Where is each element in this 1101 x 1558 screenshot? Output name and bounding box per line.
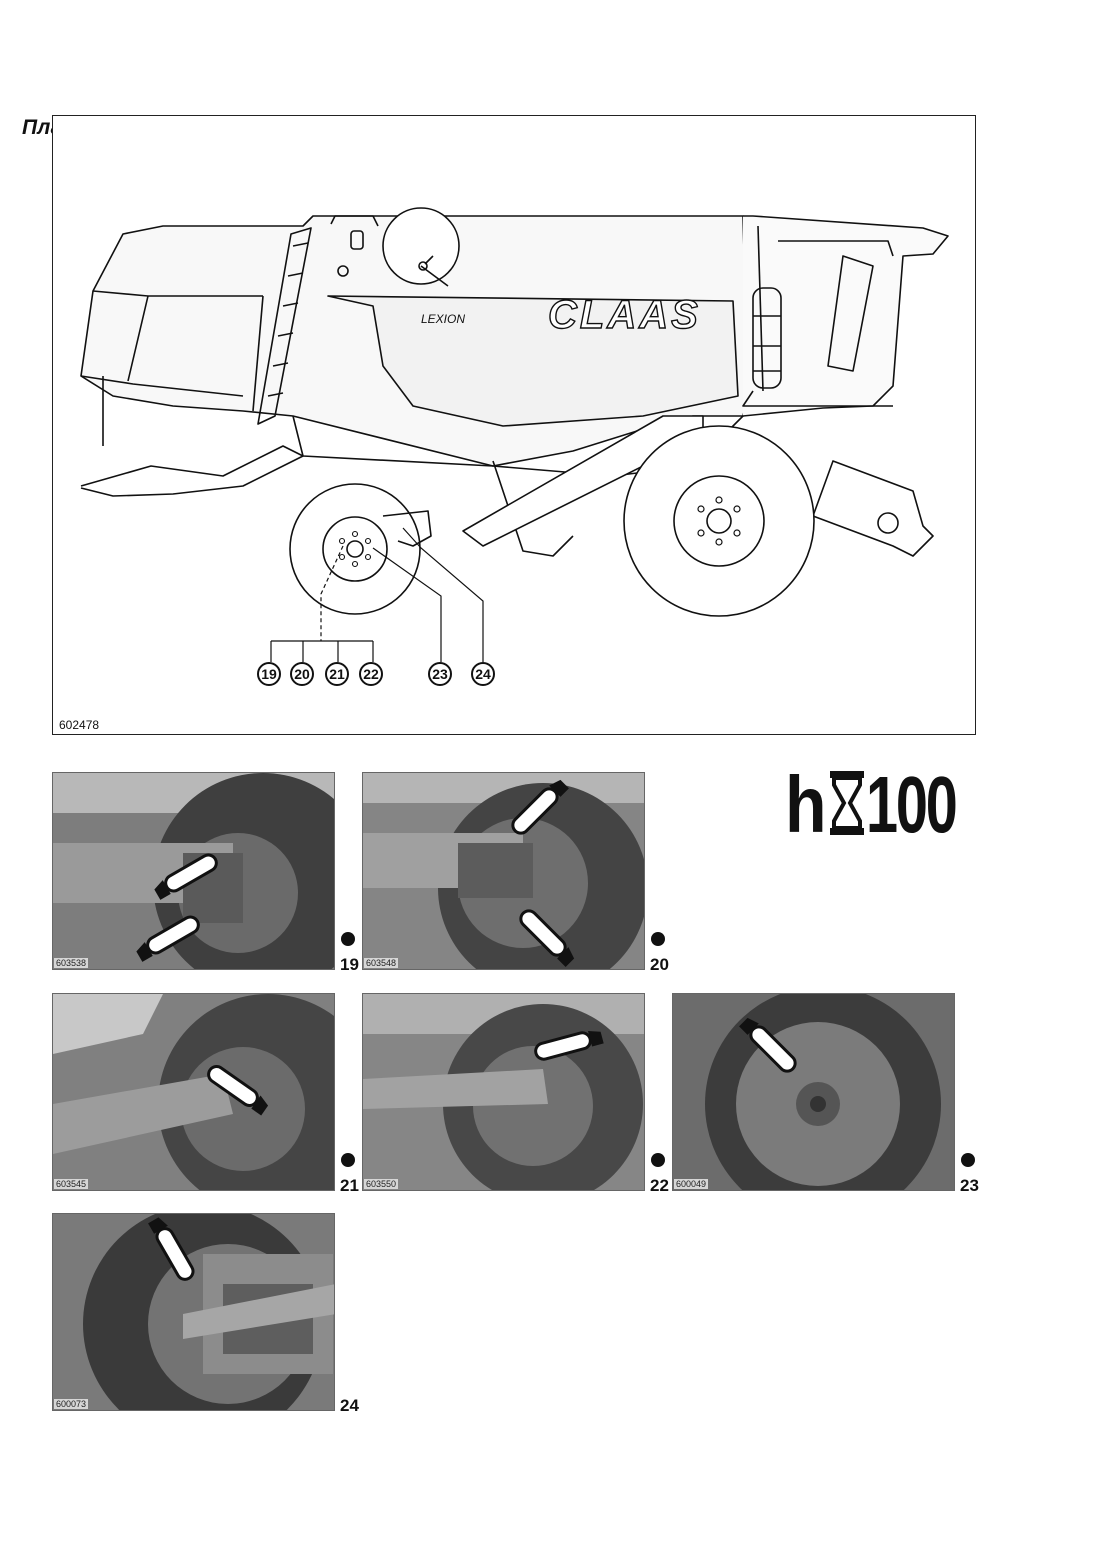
photo-panel: 603548: [362, 772, 645, 970]
photo-number: 23: [960, 1176, 979, 1195]
daily-marker-icon: [651, 932, 665, 946]
daily-marker-icon: [341, 932, 355, 946]
photo-panel: 603545: [52, 993, 335, 1191]
photo-id: 603548: [364, 958, 399, 968]
callout-22: 22: [359, 662, 383, 686]
daily-marker-icon: [651, 1153, 665, 1167]
callout-20: 20: [290, 662, 314, 686]
photo-number: 20: [650, 955, 669, 974]
photo-panel: 603550: [362, 993, 645, 1191]
photo-id: 603538: [54, 958, 89, 968]
model-logo: LEXION: [421, 312, 465, 326]
callout-24: 24: [471, 662, 495, 686]
hourglass-icon: [829, 771, 864, 840]
photo-number: 19: [340, 955, 359, 974]
photo-panel: 600073: [52, 1213, 335, 1411]
daily-marker-icon: [961, 1153, 975, 1167]
photo-id: 600073: [54, 1399, 89, 1409]
photo-number: 21: [340, 1176, 359, 1195]
brand-logo: CLAAS: [548, 293, 701, 337]
callout-21: 21: [325, 662, 349, 686]
combine-harvester-diagram: CLAAS LEXION 19 20 21 22 23 24 602478: [52, 115, 976, 735]
photo-id: 603550: [364, 1179, 399, 1189]
photo-id: 600049: [674, 1179, 709, 1189]
interval-hours: 100: [865, 760, 958, 849]
combine-harvester-drawing: CLAAS LEXION: [80, 207, 949, 662]
interval-letter: h: [785, 760, 827, 849]
photo-number: 22: [650, 1176, 669, 1195]
photo-panel: 600049: [672, 993, 955, 1191]
photo-id: 603545: [54, 1179, 89, 1189]
interval-badge: h 100: [785, 760, 990, 849]
daily-marker-icon: [341, 1153, 355, 1167]
callout-19: 19: [257, 662, 281, 686]
callout-23: 23: [428, 662, 452, 686]
photo-panel: 603538: [52, 772, 335, 970]
photo-number: 24: [340, 1396, 359, 1415]
figure-id: 602478: [59, 718, 100, 732]
